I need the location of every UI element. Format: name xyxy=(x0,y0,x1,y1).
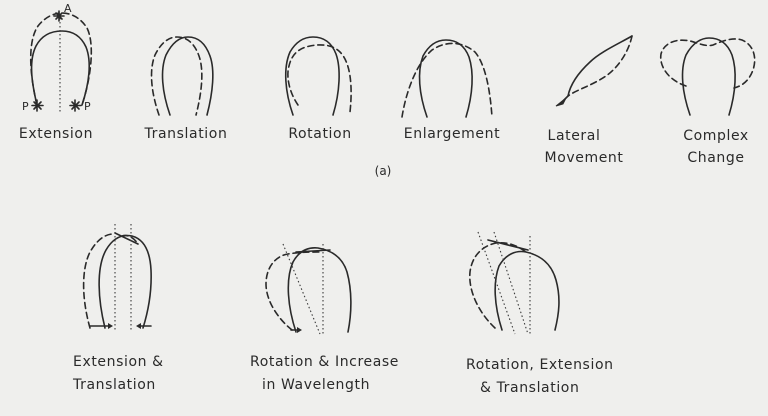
shape-rotation-wavelength xyxy=(265,243,352,335)
label-extension: Extension xyxy=(18,126,94,142)
label-lateral-movement-line2: Movement xyxy=(544,150,624,166)
label-enlargement: Enlargement xyxy=(403,126,501,142)
shift-arrow-left xyxy=(108,323,113,329)
shift-arrow-right xyxy=(136,323,141,329)
shape-extension-translation xyxy=(82,224,152,332)
label-lateral-movement-line1: Lateral xyxy=(547,128,601,144)
former-axis xyxy=(477,231,516,335)
former-channel-line xyxy=(401,42,493,118)
current-channel-line xyxy=(30,30,91,106)
shape-lateral-movement xyxy=(555,35,633,107)
shape-extension xyxy=(29,10,93,112)
shift-vector-apex xyxy=(295,249,331,253)
shape-enlargement xyxy=(401,39,493,118)
label-complex-change-line1: Complex xyxy=(683,128,749,144)
current-channel-line xyxy=(284,36,340,116)
shift-arrow-left xyxy=(297,327,302,333)
label-complex-change-line2: Change xyxy=(687,150,745,166)
former-channel-line xyxy=(82,233,113,329)
current-channel-line xyxy=(287,247,352,333)
current-channel-line xyxy=(494,250,560,331)
label-extension-translation-line1: Extension & xyxy=(73,354,164,370)
label-rotation: Rotation xyxy=(288,126,352,142)
label-extension-translation-line2: Translation xyxy=(73,377,156,393)
shape-complex-change xyxy=(659,37,756,116)
former-channel-line xyxy=(567,35,633,97)
apex-marker xyxy=(53,10,65,22)
label-rotation-extension-translation-line2: & Translation xyxy=(480,380,580,396)
label-translation: Translation xyxy=(144,126,228,142)
shape-rotation-extension-translation xyxy=(469,231,560,335)
current-channel-line xyxy=(681,37,736,116)
movement-arrow-head xyxy=(555,97,567,107)
part-label: (a) xyxy=(374,164,392,178)
current-channel-line xyxy=(567,35,633,97)
current-channel-line xyxy=(98,234,152,329)
former-channel-apex xyxy=(121,234,139,245)
current-channel-line xyxy=(161,36,214,116)
point-label-base-right: P xyxy=(84,100,91,113)
former-channel-line xyxy=(29,12,93,106)
shift-vector-apex xyxy=(487,239,529,251)
base-left-marker xyxy=(31,99,44,112)
point-label-base-left: P xyxy=(22,100,29,113)
label-rotation-extension-translation-line1: Rotation, Extension xyxy=(466,357,614,373)
shift-vector-apex xyxy=(114,232,139,245)
former-channel-line xyxy=(287,44,352,113)
former-axis xyxy=(282,243,321,335)
point-label-apex: A xyxy=(64,2,72,15)
current-channel-line xyxy=(418,39,473,118)
label-rotation-wavelength-line2: in Wavelength xyxy=(262,377,371,393)
label-rotation-wavelength-line1: Rotation & Increase xyxy=(250,354,400,370)
former-channel-line xyxy=(150,36,203,116)
shape-translation xyxy=(150,36,214,116)
former-channel-line xyxy=(659,38,756,89)
former-channel-line xyxy=(469,241,527,329)
base-right-marker xyxy=(69,99,82,112)
shape-rotation xyxy=(284,36,352,116)
